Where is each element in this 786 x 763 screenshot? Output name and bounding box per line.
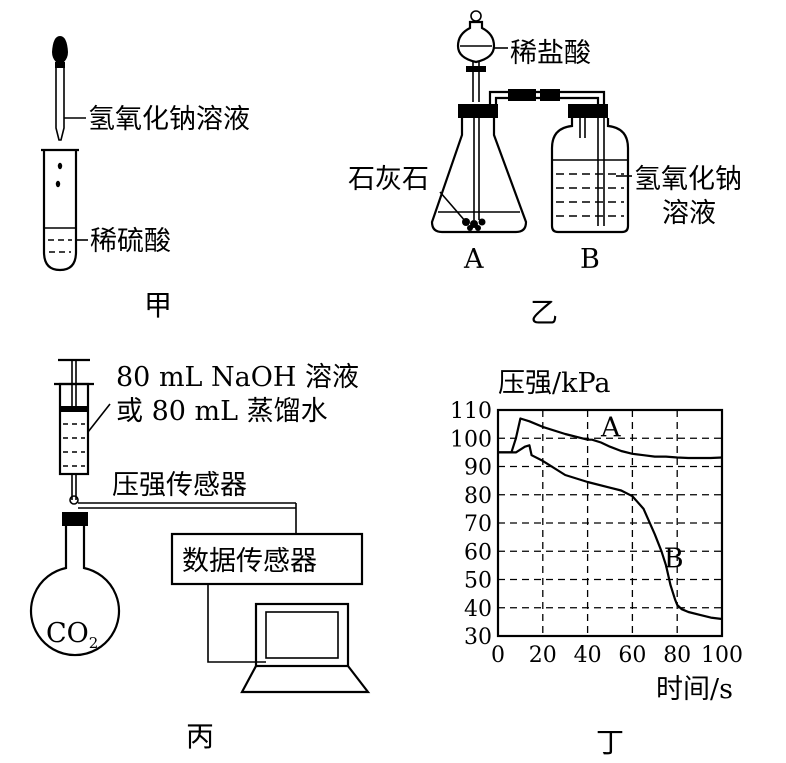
flask-stopper	[62, 512, 88, 526]
caption-ding: 丁	[596, 726, 624, 759]
chart-x-tick-label: 60	[618, 643, 646, 668]
drop	[57, 162, 63, 170]
funnel-body	[456, 20, 496, 64]
syringe-pointer-line	[87, 403, 111, 433]
tube-label: 稀硫酸	[90, 226, 171, 257]
funnel-label: 稀盐酸	[510, 38, 591, 69]
funnel-stopper	[470, 10, 482, 22]
round-bottom-flask	[29, 526, 121, 657]
bottle-label-2: 溶液	[662, 198, 716, 229]
laptop-cable	[207, 584, 266, 663]
caption-bing: 丙	[186, 720, 214, 753]
chart-y-axis-label: 压强/kPa	[498, 368, 611, 399]
conical-flask	[430, 118, 528, 234]
series-label-A: A	[600, 412, 621, 443]
valve-icon	[69, 495, 79, 505]
gas-washing-bottle	[550, 118, 630, 234]
series-line-B	[498, 444, 723, 621]
rubber-joint	[540, 89, 560, 101]
laptop-screen	[254, 602, 350, 668]
panel-bing: 80 mL NaOH 溶液 或 80 mL 蒸馏水 压强传感器 CO2 数据传感…	[29, 358, 371, 753]
rubber-joint	[508, 89, 536, 101]
syringe-label-1: 80 mL NaOH 溶液	[116, 362, 359, 393]
panel-yi: 稀盐酸 石灰石 A 氢氧化钠	[348, 10, 742, 329]
caption-jia: 甲	[144, 289, 172, 322]
chart-y-tick-label: 60	[464, 540, 492, 565]
panel-jia: 氢氧化钠溶液 稀硫酸 甲	[41, 36, 250, 322]
chart-x-tick-label: 100	[701, 643, 743, 668]
flask-letter: A	[463, 244, 484, 275]
dropper-collar	[55, 62, 65, 68]
chart-x-tick-label: 40	[574, 643, 602, 668]
pressure-sensor-label: 压强传感器	[112, 470, 247, 501]
chart-x-tick-label: 0	[491, 643, 505, 668]
bottle-stopper	[568, 104, 608, 118]
test-tube	[42, 150, 78, 272]
syringe-barrel	[58, 382, 90, 476]
solid-pointer-line	[439, 191, 467, 223]
chart-y-tick-label: 100	[450, 427, 492, 452]
bottle-label-1: 氢氧化钠	[634, 164, 742, 195]
chart-y-tick-label: 30	[464, 625, 492, 650]
chart-x-tick-label: 20	[529, 643, 557, 668]
chart-y-tick-label: 90	[464, 456, 492, 481]
bottle-letter: B	[580, 244, 600, 275]
gas-label: CO2	[46, 618, 98, 652]
syringe-piston	[60, 406, 88, 412]
flask-stopper	[458, 104, 498, 118]
dropper-label: 氢氧化钠溶液	[88, 104, 250, 135]
solid-label: 石灰石	[348, 164, 429, 195]
funnel-stopcock	[466, 66, 486, 72]
syringe-label-2: 或 80 mL 蒸馏水	[116, 396, 328, 427]
data-logger-label: 数据传感器	[182, 546, 317, 577]
limestone-chunks	[462, 218, 486, 231]
chart-frame	[496, 408, 724, 638]
chart-grid	[498, 410, 722, 636]
chart-x-axis-label: 时间/s	[656, 674, 733, 705]
series-label-B: B	[664, 543, 684, 574]
chart-y-ticks: 30 40 50 60 70 80 90 100 110	[450, 399, 492, 650]
series-line-A	[498, 417, 723, 460]
chart-y-tick-label: 110	[450, 399, 492, 424]
caption-yi: 乙	[530, 296, 558, 329]
laptop-display	[265, 611, 339, 659]
chart-y-tick-label: 70	[464, 512, 492, 537]
dropper-tube	[55, 68, 65, 141]
chart-y-tick-label: 80	[464, 484, 492, 509]
panel-ding: 压强/kPa 30 40 50 60 70 80 90 100 110 0 20 40 60 80 100…	[450, 368, 743, 759]
chart-x-tick-label: 80	[663, 643, 691, 668]
drop	[55, 180, 61, 188]
data-logger-box	[170, 532, 364, 586]
dropper-bulb	[52, 36, 68, 62]
laptop-base	[240, 665, 371, 694]
chart-y-tick-label: 50	[464, 569, 492, 594]
chart-x-ticks: 0 20 40 60 80 100	[491, 643, 743, 668]
chart-y-tick-label: 40	[464, 597, 492, 622]
chart-series: AB	[498, 412, 723, 621]
